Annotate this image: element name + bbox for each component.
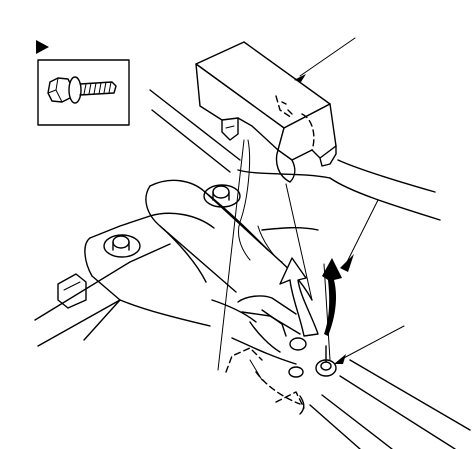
leader-stud	[339, 325, 405, 361]
leader-cover	[299, 37, 356, 77]
stud-boss-lower	[288, 337, 307, 378]
stud-boss-left	[103, 234, 141, 258]
flange-bolt-icon	[47, 76, 117, 104]
stud-boss-lower-right	[315, 345, 337, 377]
leader-clip-arrowhead	[340, 254, 354, 272]
callout-leaders	[294, 37, 405, 364]
frame-rails	[149, 89, 471, 449]
protective-cover	[195, 41, 337, 183]
leader-clip	[345, 199, 379, 265]
stud-bosses	[103, 184, 337, 378]
housing-body	[34, 169, 331, 365]
curved-up-arrow-icon	[279, 257, 342, 337]
bracket-clip	[225, 295, 305, 415]
inset-frame	[37, 59, 130, 126]
inset-marker-icon	[36, 40, 49, 54]
bolt-inset	[36, 40, 130, 126]
alignment-guides	[217, 139, 313, 371]
stud-boss-upper	[203, 184, 241, 208]
